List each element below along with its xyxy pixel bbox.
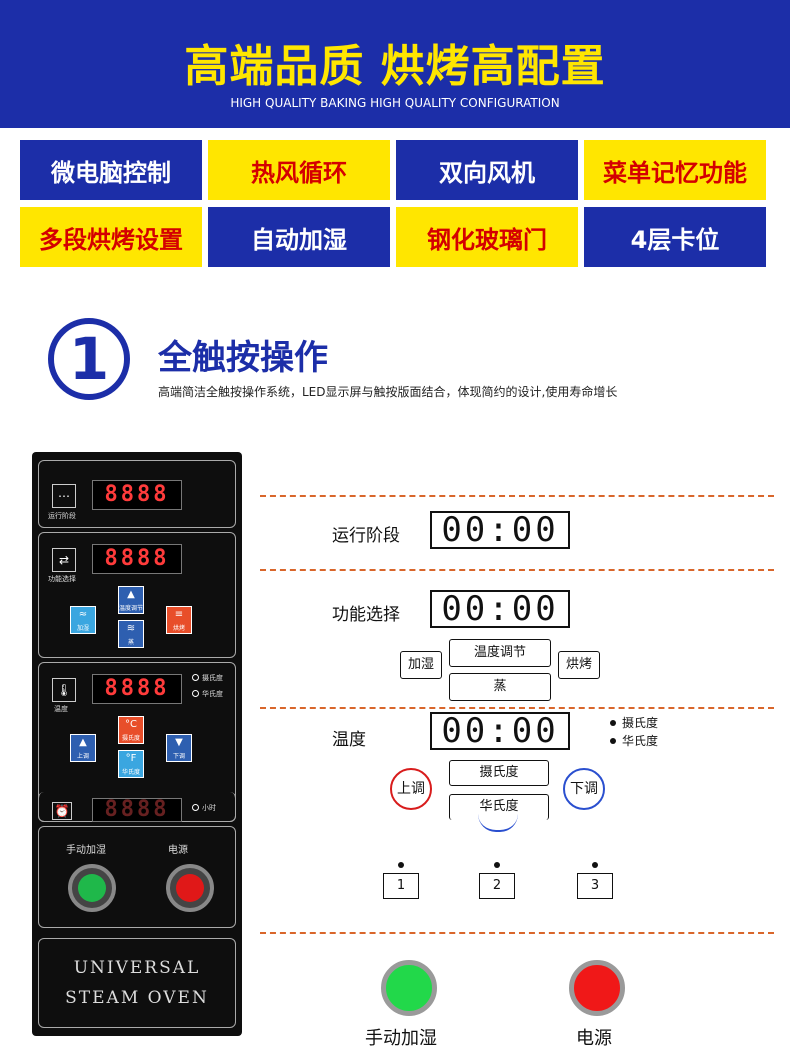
panel-power-label: 电源 bbox=[168, 845, 188, 856]
feature-tile: 自动加湿 bbox=[208, 207, 390, 267]
panel-run-stage-label: 运行阶段 bbox=[48, 512, 76, 520]
timer-led bbox=[192, 804, 199, 811]
function-select-label: 功能选择 bbox=[332, 605, 400, 625]
temp-up-button[interactable]: 上调 bbox=[390, 768, 432, 810]
run-stage-icon: ⋯ bbox=[52, 484, 76, 508]
level-3-button[interactable]: 3 bbox=[577, 873, 613, 899]
divider-line bbox=[260, 707, 774, 709]
temperature-label: 温度 bbox=[332, 730, 366, 750]
level-dot bbox=[494, 862, 500, 868]
celsius-button[interactable]: 摄氏度 bbox=[449, 760, 549, 786]
panel-temp-label: 温度 bbox=[54, 705, 68, 713]
divider-line bbox=[260, 932, 774, 934]
temperature-display-diagram: 00:00 bbox=[430, 712, 570, 750]
feature-tile: 双向风机 bbox=[396, 140, 578, 200]
feature-tile: 热风循环 bbox=[208, 140, 390, 200]
panel-manual-humidify-label: 手动加湿 bbox=[66, 845, 106, 856]
power-button[interactable] bbox=[569, 960, 625, 1016]
fahrenheit-led bbox=[192, 690, 199, 697]
fahrenheit-indicator-label: 华氏度 bbox=[622, 734, 659, 748]
brand-line-2: STEAM OVEN bbox=[65, 988, 209, 1008]
celsius-indicator-dot bbox=[610, 720, 616, 726]
feature-tile: 4层卡位 bbox=[584, 207, 766, 267]
thermometer-icon: 🌡 bbox=[52, 678, 76, 702]
feature-tile: 多段烘烤设置 bbox=[20, 207, 202, 267]
temperature-display: 8888 bbox=[92, 674, 182, 704]
run-stage-display-diagram: 00:00 bbox=[430, 511, 570, 549]
steam-button[interactable]: 蒸 bbox=[449, 673, 551, 701]
panel-brand-plate bbox=[38, 938, 236, 1028]
bake-button[interactable]: 烘烤 bbox=[558, 651, 600, 679]
timer-led-label: 小时 bbox=[202, 804, 216, 812]
run-stage-display: 8888 bbox=[92, 480, 182, 510]
power-label: 电源 bbox=[576, 1028, 612, 1049]
section-title: 全触按操作 bbox=[158, 338, 328, 378]
panel-section-function bbox=[38, 532, 236, 658]
panel-steam-button[interactable]: ≋蒸 bbox=[118, 620, 144, 648]
divider-line bbox=[260, 495, 774, 497]
oven-control-panel: ⋯ 运行阶段 8888 ⇄ 功能选择 8888 ≈加湿 ▲温度调节 ≋蒸 ≡烘烤… bbox=[32, 452, 242, 1036]
panel-manual-humidify-switch[interactable] bbox=[68, 864, 116, 912]
function-icon: ⇄ bbox=[52, 548, 76, 572]
run-stage-label: 运行阶段 bbox=[332, 526, 400, 546]
level-1-button[interactable]: 1 bbox=[383, 873, 419, 899]
timer-display: 8888 bbox=[92, 798, 182, 822]
celsius-led-label: 摄氏度 bbox=[202, 674, 223, 682]
panel-section-run-stage bbox=[38, 460, 236, 528]
temp-down-button[interactable]: 下调 bbox=[563, 768, 605, 810]
manual-humidify-label: 手动加湿 bbox=[365, 1028, 437, 1049]
feature-tile: 微电脑控制 bbox=[20, 140, 202, 200]
panel-section-switches bbox=[38, 826, 236, 928]
panel-function-label: 功能选择 bbox=[48, 575, 76, 583]
clock-icon: ⏰ bbox=[52, 802, 72, 820]
brand-line-1: UNIVERSAL bbox=[73, 958, 201, 978]
page-title: 高端品质 烘烤高配置 bbox=[184, 41, 606, 92]
function-display-diagram: 00:00 bbox=[430, 590, 570, 628]
panel-down-button[interactable]: ▼下调 bbox=[166, 734, 192, 762]
feature-tile: 钢化玻璃门 bbox=[396, 207, 578, 267]
divider-line bbox=[260, 569, 774, 571]
level-dot bbox=[592, 862, 598, 868]
feature-tile: 菜单记忆功能 bbox=[584, 140, 766, 200]
humidify-button[interactable]: 加湿 bbox=[400, 651, 442, 679]
panel-humidify-button[interactable]: ≈加湿 bbox=[70, 606, 96, 634]
panel-bake-button[interactable]: ≡烘烤 bbox=[166, 606, 192, 634]
panel-temp-adjust-button[interactable]: ▲温度调节 bbox=[118, 586, 144, 614]
celsius-indicator-label: 摄氏度 bbox=[622, 716, 659, 730]
page-subtitle: HIGH QUALITY BAKING HIGH QUALITY CONFIGU… bbox=[230, 96, 560, 110]
section-description: 高端简洁全触按操作系统，LED显示屏与触按版面结合，体现简约的设计,使用寿命增长 bbox=[158, 385, 618, 399]
function-display: 8888 bbox=[92, 544, 182, 574]
panel-up-button[interactable]: ▲上调 bbox=[70, 734, 96, 762]
manual-humidify-button[interactable] bbox=[381, 960, 437, 1016]
temp-adjust-button[interactable]: 温度调节 bbox=[449, 639, 551, 667]
level-2-button[interactable]: 2 bbox=[479, 873, 515, 899]
section-number-badge: 1 bbox=[48, 318, 130, 400]
level-dot bbox=[398, 862, 404, 868]
fahrenheit-led-label: 华氏度 bbox=[202, 690, 223, 698]
header-banner bbox=[0, 0, 790, 128]
fahrenheit-indicator-dot bbox=[610, 738, 616, 744]
panel-power-switch[interactable] bbox=[166, 864, 214, 912]
celsius-led bbox=[192, 674, 199, 681]
fahrenheit-arc bbox=[478, 814, 518, 832]
